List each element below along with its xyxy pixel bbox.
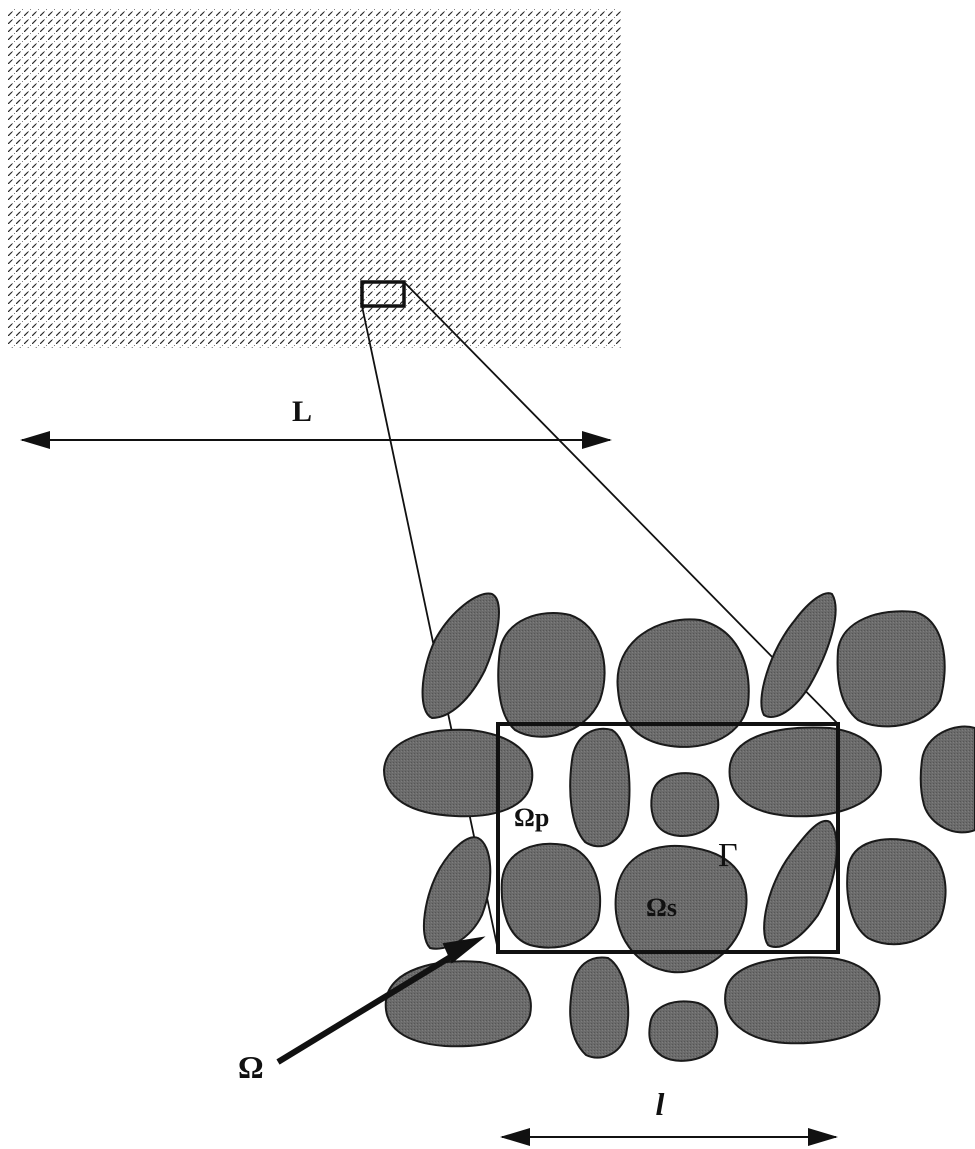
grain <box>382 728 534 818</box>
zoom-line-right <box>403 281 839 725</box>
grain <box>724 956 881 1045</box>
macro-length-label: L <box>292 395 312 428</box>
grain <box>423 836 492 950</box>
grain <box>421 592 500 720</box>
grain <box>384 960 532 1048</box>
cell-length-label: l <box>656 1086 665 1122</box>
grain <box>836 610 946 728</box>
grain <box>846 838 947 946</box>
unit-cell <box>496 722 840 954</box>
zoom-window <box>360 280 406 308</box>
grain <box>763 819 838 948</box>
pore-domain-label: Ωp <box>514 803 549 832</box>
macro-length-arrow <box>20 431 612 449</box>
grain <box>648 1000 719 1062</box>
domain-pointer-arrow <box>276 936 486 1065</box>
grain <box>616 618 750 748</box>
grain <box>760 592 837 718</box>
grain <box>614 844 748 974</box>
solid-domain-label: Ωs <box>646 893 677 922</box>
grain <box>569 956 630 1059</box>
domain-label: Ω <box>238 1049 264 1085</box>
interface-label: Γ <box>718 837 738 874</box>
grains <box>382 592 975 1062</box>
grain <box>650 772 720 837</box>
grain <box>500 842 602 949</box>
cell-length-arrow <box>500 1128 838 1146</box>
macroscopic-medium <box>8 8 622 348</box>
grain <box>919 725 975 834</box>
grain <box>497 612 606 738</box>
grain <box>728 726 882 818</box>
grain <box>569 727 631 848</box>
